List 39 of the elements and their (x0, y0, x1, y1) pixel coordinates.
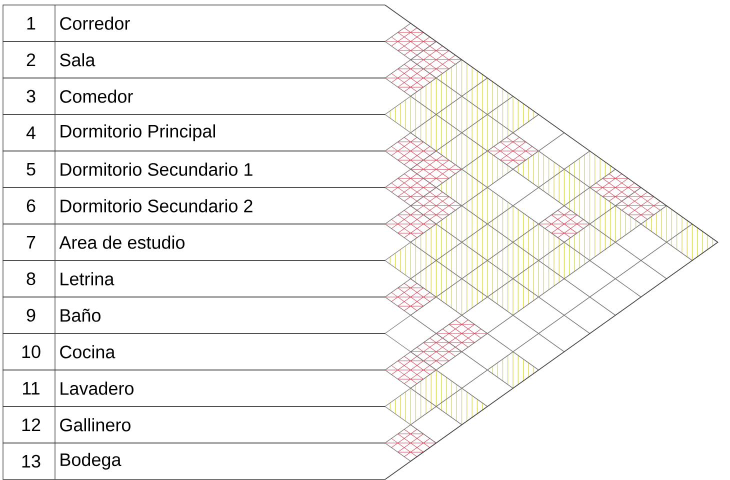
table-row (2, 333, 386, 370)
room-name: Dormitorio Principal (60, 124, 215, 142)
row-number: 8 (26, 272, 36, 286)
row-number: 3 (26, 90, 36, 103)
room-name: Comedor (60, 90, 133, 103)
room-name: Dormitorio Secundario 2 (60, 199, 252, 212)
table-row (2, 114, 386, 152)
room-name: Bodega (60, 452, 122, 470)
room-name: Dormitorio Secundario 1 (60, 162, 252, 176)
table-row (2, 224, 386, 261)
room-name: Area de estudio (59, 236, 184, 249)
table-row (2, 41, 386, 78)
row-number: 13 (22, 454, 40, 468)
row-number: 9 (26, 308, 36, 322)
row-number: 4 (26, 126, 36, 139)
row-number: 5 (26, 162, 36, 176)
room-name: Corredor (60, 16, 130, 30)
table-row (2, 260, 386, 298)
table-row (2, 442, 386, 480)
row-number: 12 (22, 418, 40, 432)
table-row (2, 406, 386, 444)
table-row (2, 78, 386, 115)
row-number: 7 (26, 236, 36, 248)
table-row (2, 296, 386, 334)
room-name: Gallinero (60, 418, 130, 432)
room-name: Cocina (60, 345, 116, 358)
table-row (2, 150, 386, 188)
row-number: 6 (26, 199, 36, 212)
room-name: Letrina (60, 272, 114, 286)
table-row (2, 370, 386, 407)
row-number: 1 (27, 17, 36, 30)
room-name: Lavadero (60, 382, 134, 395)
row-number: 2 (26, 53, 36, 66)
row-number: 11 (23, 382, 40, 394)
room-name: Sala (60, 53, 96, 66)
table-row (2, 4, 386, 42)
table-row (2, 187, 386, 224)
row-number: 10 (22, 345, 40, 358)
room-name: Baño (60, 308, 100, 322)
